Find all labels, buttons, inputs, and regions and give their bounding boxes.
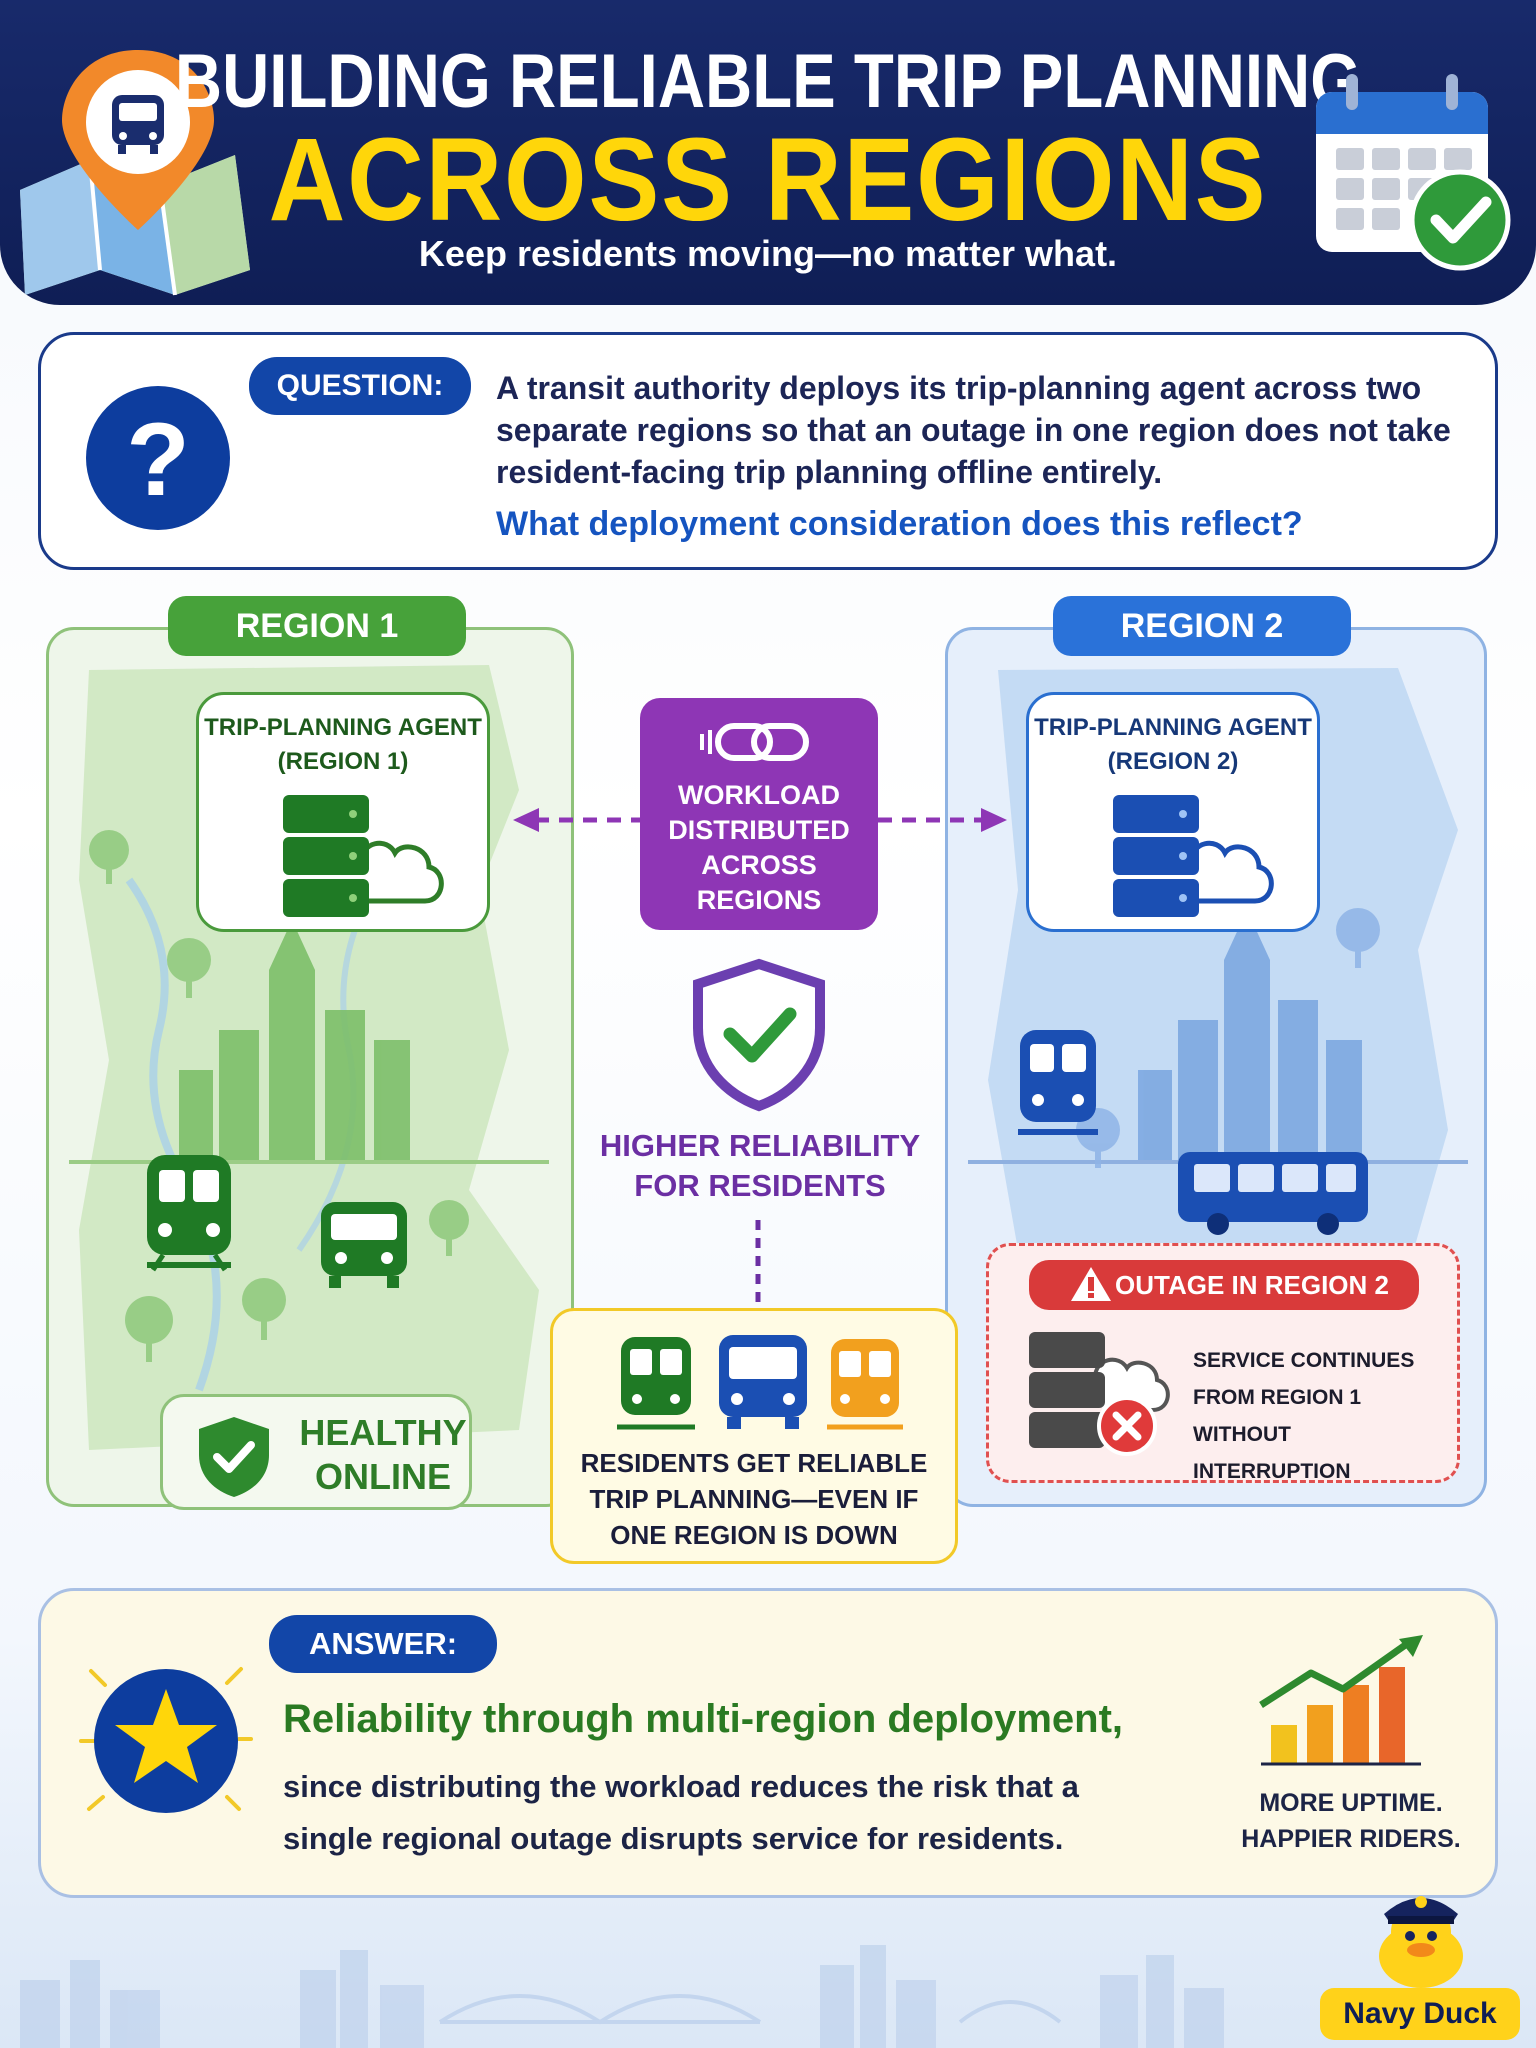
train-icon [1018,1030,1098,1135]
tram-icon [827,1339,903,1430]
answer-label: ANSWER: [269,1615,497,1673]
map-pin-icon [20,50,250,296]
train-icon [147,1155,231,1272]
brand-label: Navy Duck [1320,1988,1520,2040]
bus-icon [719,1335,807,1429]
answer-card: ANSWER: Reliability through multi-region… [38,1588,1498,1898]
reliability-caption: HIGHER RELIABILITY FOR RESIDENTS [599,1128,921,1203]
transit-vehicles-icon [617,1335,903,1430]
connector-line [755,1220,761,1308]
warning-icon [1071,1267,1111,1301]
star-icon [79,1667,253,1813]
workload-text: WORKLOAD DISTRIBUTED ACROSS REGIONS [668,780,850,915]
growth-chart-icon [1259,1635,1423,1766]
link-chain-icon [700,723,809,761]
page-title-line1: BUILDING RELIABLE TRIP PLANNING [174,39,1362,124]
region2-label: REGION 2 [1053,596,1351,656]
question-text: A transit authority deploys its trip-pla… [496,370,1451,490]
workload-distribution-box: WORKLOAD DISTRIBUTED ACROSS REGIONS [640,698,878,930]
region2-agent-card: TRIP-PLANNING AGENT (REGION 2) [1026,692,1320,932]
answer-headline: Reliability through multi-region deploym… [283,1697,1124,1741]
calendar-check-icon [1316,74,1511,271]
residents-outcome-card: RESIDENTS GET RELIABLE TRIP PLANNING—EVE… [550,1308,958,1564]
region1-agent-card: TRIP-PLANNING AGENT (REGION 1) [196,692,490,932]
server-down-icon [1029,1332,1170,1456]
city-skyline-illustration [20,1945,1224,2048]
region1-status-text: HEALTHY ONLINE [299,1412,467,1497]
region2-outage-panel: OUTAGE IN REGION 2 SERVICE CONTINUES FRO… [986,1243,1460,1483]
answer-body: since distributing the workload reduces … [283,1769,1079,1856]
navy-duck-mascot-icon [1379,1896,1463,1988]
region1-status-badge: HEALTHY ONLINE [160,1394,472,1510]
server-cloud-icon [1113,795,1274,917]
question-card: ? QUESTION: A transit authority deploys … [38,332,1498,570]
residents-outcome-text: RESIDENTS GET RELIABLE TRIP PLANNING—EVE… [580,1448,928,1550]
shield-check-icon [693,958,825,1112]
outage-message: SERVICE CONTINUES FROM REGION 1 WITHOUT … [1193,1349,1415,1483]
question-ask: What deployment consideration does this … [496,505,1303,543]
distribution-arrows [513,808,1007,832]
server-cloud-icon [283,795,444,917]
shield-check-icon [199,1417,269,1497]
header-banner: BUILDING RELIABLE TRIP PLANNING ACROSS R… [0,0,1536,305]
region1-agent-label: TRIP-PLANNING AGENT (REGION 1) [204,714,482,775]
outage-label: OUTAGE IN REGION 2 [1029,1260,1419,1310]
page-subtitle: Keep residents moving—no matter what. [418,233,1118,274]
svg-text:?: ? [126,402,190,518]
question-label: QUESTION: [249,357,471,415]
uptime-caption: MORE UPTIME. HAPPIER RIDERS. [1241,1789,1461,1853]
page-title-line2: ACROSS REGIONS [268,114,1268,246]
region1-map-illustration [69,665,549,1450]
question-mark-icon: ? [86,386,230,530]
train-icon [617,1337,695,1430]
region1-label: REGION 1 [168,596,466,656]
bus-icon [321,1202,407,1288]
bus-icon [1178,1152,1368,1235]
region2-agent-label: TRIP-PLANNING AGENT (REGION 2) [1034,714,1312,775]
